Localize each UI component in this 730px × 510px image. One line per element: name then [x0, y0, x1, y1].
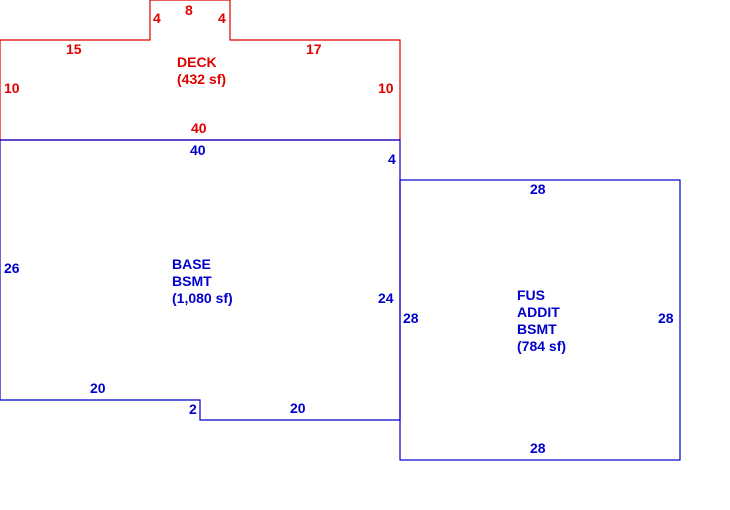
deck-name-label: DECK: [177, 54, 217, 70]
base-name-line1: BASE: [172, 256, 211, 272]
addit-name-line1: FUS: [517, 287, 545, 303]
deck-dim-top-left-step: 4: [153, 10, 161, 26]
base-name-line2: BSMT: [172, 273, 212, 289]
addit-name-line2: ADDIT: [517, 304, 560, 320]
base-dim-bottom-right: 20: [290, 400, 306, 416]
base-dim-bottom-left: 20: [90, 380, 106, 396]
base-dim-step: 2: [189, 401, 197, 417]
deck-dim-top-right-step: 4: [218, 10, 226, 26]
base-dim-left: 26: [4, 260, 20, 276]
addit-name-line3: BSMT: [517, 321, 557, 337]
base-dim-right-lower: 24: [378, 290, 394, 306]
base-dim-right-upper: 4: [388, 151, 396, 167]
base-area-label: (1,080 sf): [172, 290, 233, 306]
addition-basement-outline: [399, 179, 681, 461]
addit-dim-right: 28: [658, 310, 674, 326]
deck-dim-right-top: 17: [306, 41, 322, 57]
addit-area-label: (784 sf): [517, 338, 566, 354]
addit-dim-bottom: 28: [530, 440, 546, 456]
base-dim-top: 40: [190, 142, 206, 158]
deck-outline: [0, 0, 401, 141]
deck-dim-bottom: 40: [191, 120, 207, 136]
deck-area-label: (432 sf): [177, 71, 226, 87]
deck-dim-right: 10: [378, 80, 394, 96]
deck-dim-left: 10: [4, 80, 20, 96]
base-basement-outline: [0, 139, 401, 421]
addit-dim-top: 28: [530, 181, 546, 197]
addit-dim-left: 28: [403, 310, 419, 326]
deck-dim-top: 8: [185, 2, 193, 18]
deck-dim-left-top: 15: [66, 41, 82, 57]
